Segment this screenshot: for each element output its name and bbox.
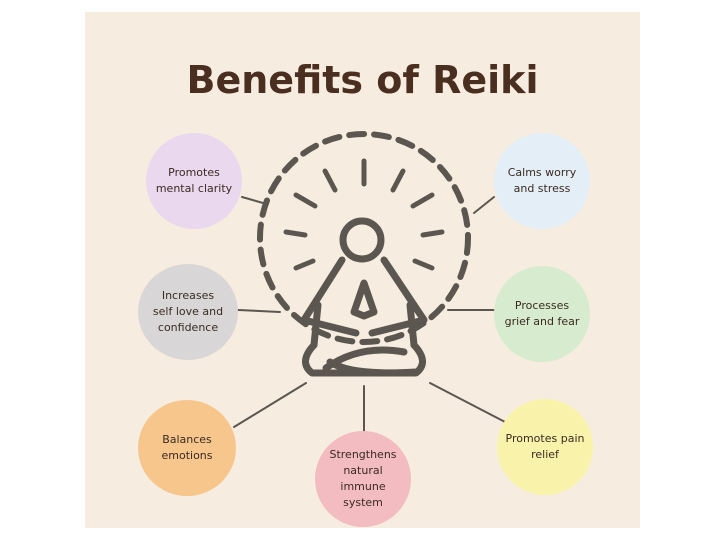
meditating-person-icon (300, 217, 428, 377)
benefit-grief-fear: Processes grief and fear (494, 266, 590, 362)
benefit-mental-clarity: Promotes mental clarity (146, 133, 242, 229)
benefit-self-love: Increases self love and confidence (138, 264, 238, 360)
light-rays-icon (283, 158, 445, 271)
dashed-halo (257, 131, 471, 345)
benefit-immune-system: Strengthens natural immune system (315, 431, 411, 527)
connector-lines (233, 196, 508, 432)
page-title: Benefits of Reiki (186, 58, 539, 102)
benefit-balances-emotions: Balances emotions (138, 400, 236, 496)
benefit-calms-worry: Calms worry and stress (494, 133, 590, 229)
benefit-pain-relief: Promotes pain relief (497, 399, 593, 495)
